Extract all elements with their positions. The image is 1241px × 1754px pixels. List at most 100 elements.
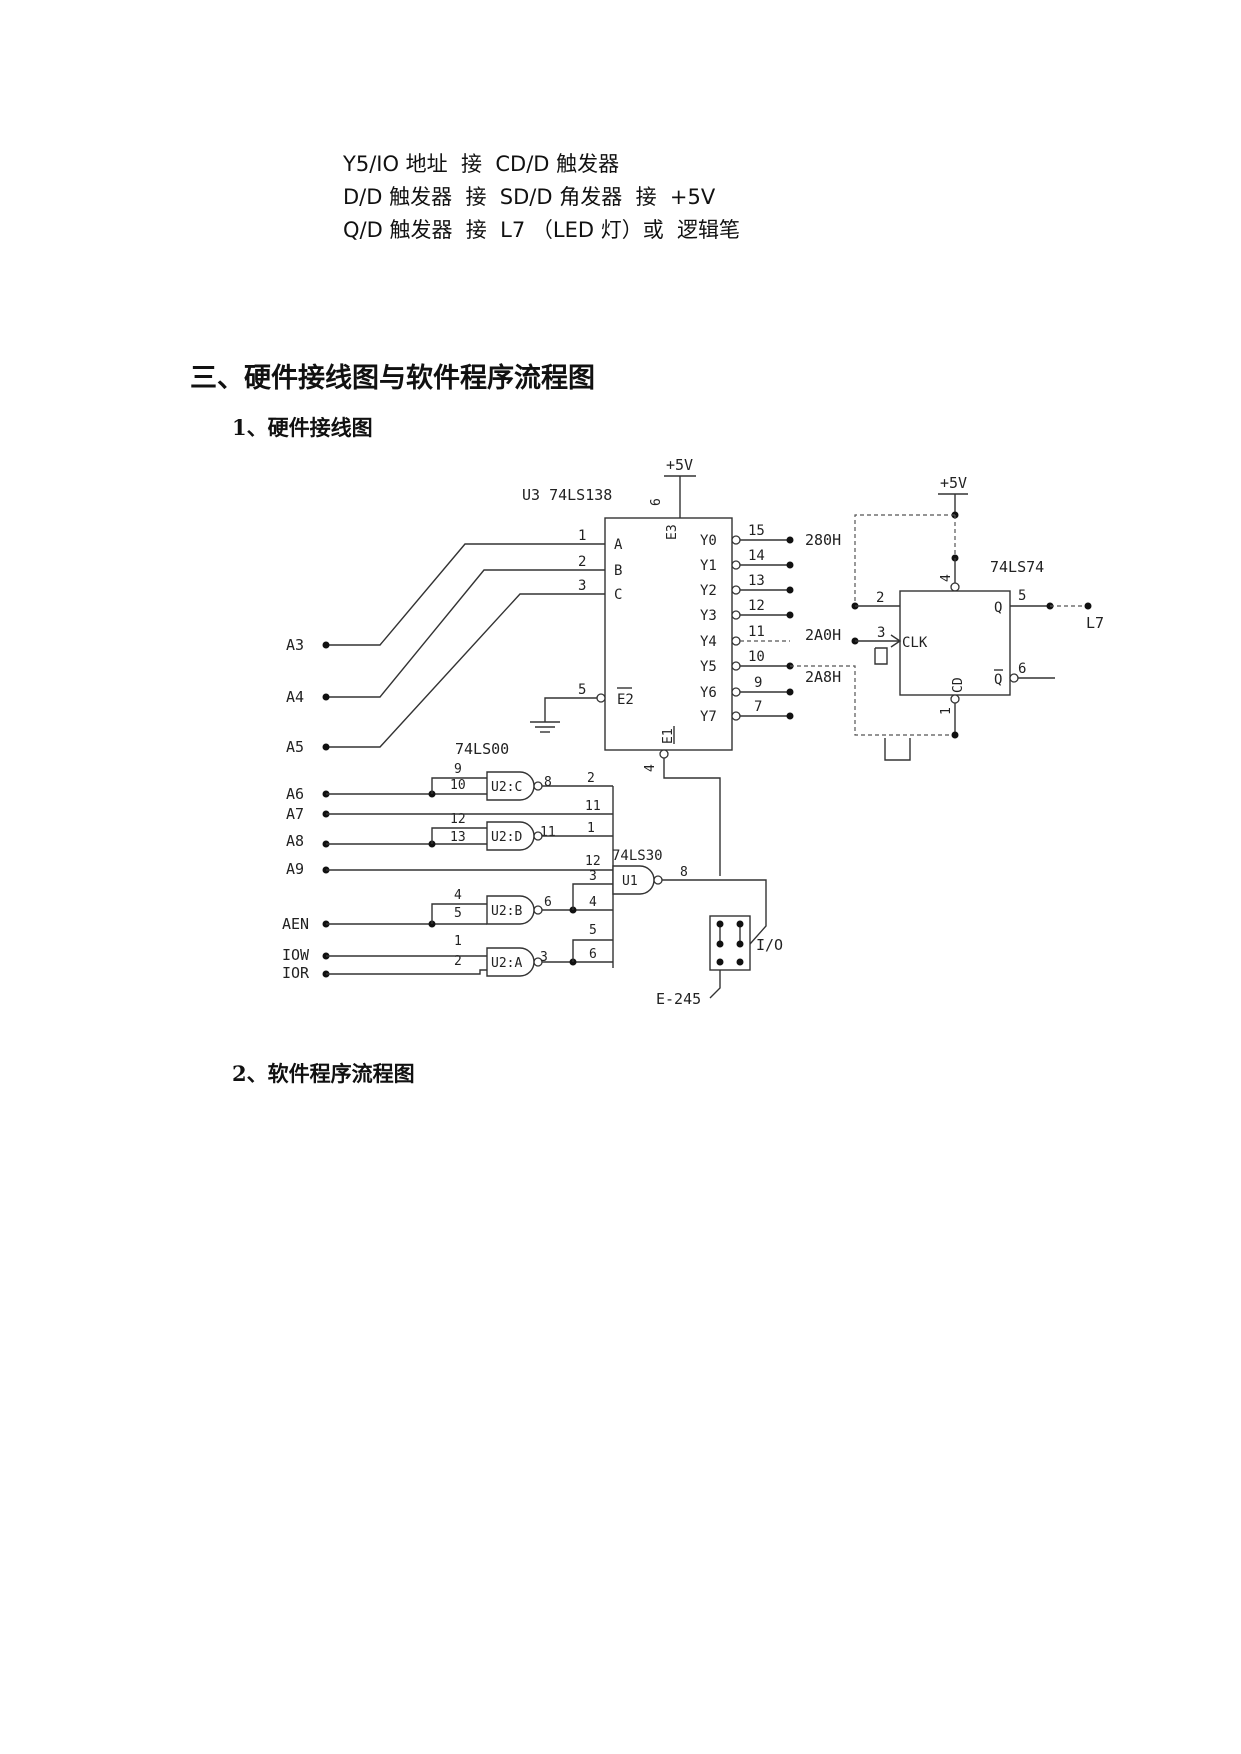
text-line-3: Q/D 触发器 接 L7 （LED 灯）或 逻辑笔 (343, 218, 741, 242)
svg-text:4: 4 (454, 888, 462, 903)
svg-text:1: 1 (587, 821, 595, 836)
svg-text:Y6: Y6 (700, 685, 717, 701)
l7-label: L7 (1086, 614, 1104, 632)
svg-text:13: 13 (450, 830, 466, 845)
clk-pin: 3 (877, 625, 885, 641)
gate-74ls30-u1: 74LS30 U1 2 11 1 12 3 4 5 6 8 (585, 771, 767, 968)
svg-text:A4: A4 (286, 688, 304, 706)
svg-text:9: 9 (454, 762, 462, 777)
decoder-output-y1: Y1 14 (700, 548, 794, 574)
decoder-output-y0: Y0 15 280H (700, 523, 841, 549)
decoder-output-y2: Y2 13 (700, 573, 794, 599)
decoder-output-y3: Y3 12 (700, 598, 794, 624)
svg-text:12: 12 (748, 598, 765, 614)
q-pin: 5 (1018, 588, 1026, 604)
svg-text:11: 11 (540, 825, 556, 840)
svg-text:3: 3 (589, 869, 597, 884)
svg-text:U2:A: U2:A (491, 956, 522, 971)
decoder-output-y4: Y4 11 2A0H (700, 624, 841, 650)
svg-text:3: 3 (540, 950, 548, 965)
svg-text:A5: A5 (286, 738, 304, 756)
svg-text:3: 3 (578, 578, 586, 594)
decoder-output-y7: Y7 7 (700, 699, 794, 725)
svg-text:5: 5 (578, 682, 586, 698)
svg-text:Y0: Y0 (700, 533, 717, 549)
svg-text:10: 10 (450, 778, 466, 793)
y5-to-cd-link (790, 665, 955, 736)
e1-enable: 4 E1 (643, 726, 721, 876)
ff-label: 74LS74 (990, 558, 1044, 576)
svg-text:U2:D: U2:D (491, 830, 522, 845)
signal-a9: A9 (286, 860, 613, 878)
svg-text:6: 6 (589, 947, 597, 962)
svg-text:15: 15 (748, 523, 765, 539)
svg-text:2A8H: 2A8H (805, 668, 841, 686)
decoder-output-y6: Y6 9 (700, 675, 794, 701)
svg-text:Y2: Y2 (700, 583, 717, 599)
nand-chip-label: 74LS00 (455, 740, 509, 758)
cd-label: CD (951, 677, 966, 693)
svg-text:6: 6 (544, 895, 552, 910)
svg-text:4: 4 (643, 764, 658, 772)
svg-text:1: 1 (454, 934, 462, 949)
sd-pin: 4 (939, 574, 954, 582)
svg-text:IOW: IOW (282, 946, 310, 964)
svg-text:74LS30: 74LS30 (612, 848, 663, 864)
sub-heading-software: 2、软件程序流程图 (232, 1061, 415, 1086)
gate-u2c: U2:C 9 10 8 (450, 762, 552, 801)
text-line-1: Y5/IO 地址 接 CD/D 触发器 (343, 152, 620, 176)
svg-text:A6: A6 (286, 785, 304, 803)
signal-a7: A7 (286, 805, 613, 823)
svg-text:Y1: Y1 (700, 558, 717, 574)
sub-heading-hardware: 1、硬件接线图 (232, 415, 373, 440)
svg-text:I/O: I/O (756, 936, 783, 954)
decoder-input-c: A5 3 C (286, 578, 622, 756)
svg-text:E1: E1 (661, 728, 676, 744)
svg-text:Y5: Y5 (700, 659, 717, 675)
e3-label: E3 (665, 524, 680, 540)
svg-text:B: B (614, 563, 622, 579)
gate-u2d: U2:D 12 13 11 (450, 812, 556, 851)
svg-text:A3: A3 (286, 636, 304, 654)
flipflop-chip-74ls74 (899, 590, 1011, 696)
svg-text:8: 8 (680, 865, 688, 880)
svg-text:C: C (614, 587, 622, 603)
qn-label: Q (994, 672, 1002, 688)
decoder-input-a: A3 1 A (286, 528, 623, 654)
svg-text:AEN: AEN (282, 915, 309, 933)
svg-text:Y7: Y7 (700, 709, 717, 725)
e3-pin-num: 6 (649, 498, 664, 506)
svg-text:11: 11 (748, 624, 765, 640)
svg-text:U1: U1 (622, 874, 638, 889)
svg-text:2: 2 (578, 554, 586, 570)
ff-vcc-label: +5V (940, 474, 967, 492)
svg-text:280H: 280H (805, 531, 841, 549)
svg-text:9: 9 (754, 675, 762, 691)
svg-text:1: 1 (578, 528, 586, 544)
vcc-label: +5V (666, 456, 693, 474)
svg-text:8: 8 (544, 775, 552, 790)
svg-text:A: A (614, 537, 623, 553)
svg-text:13: 13 (748, 573, 765, 589)
signal-ior: IOR (282, 964, 487, 982)
svg-text:2: 2 (587, 771, 595, 786)
cd-pulse-icon (884, 738, 911, 761)
svg-text:U2:C: U2:C (491, 780, 522, 795)
svg-text:A9: A9 (286, 860, 304, 878)
signal-aen: AEN (282, 903, 487, 933)
svg-text:5: 5 (589, 923, 597, 938)
decoder-label: U3 74LS138 (522, 486, 612, 504)
svg-text:Y4: Y4 (700, 634, 717, 650)
svg-text:E2: E2 (617, 692, 634, 708)
qn-pin: 6 (1018, 661, 1026, 677)
svg-text:2A0H: 2A0H (805, 626, 841, 644)
gate-u2b: U2:B 4 5 6 (454, 888, 552, 925)
decoder-chip-74ls138 (604, 517, 733, 751)
cd-pin: 1 (939, 707, 954, 715)
text-line-2: D/D 触发器 接 SD/D 角发器 接 +5V (343, 185, 716, 209)
signal-a6: A6 (286, 777, 487, 803)
svg-text:4: 4 (589, 895, 597, 910)
svg-text:E-245: E-245 (656, 990, 701, 1008)
svg-text:U2:B: U2:B (491, 904, 522, 919)
clk-label: CLK (902, 635, 928, 651)
